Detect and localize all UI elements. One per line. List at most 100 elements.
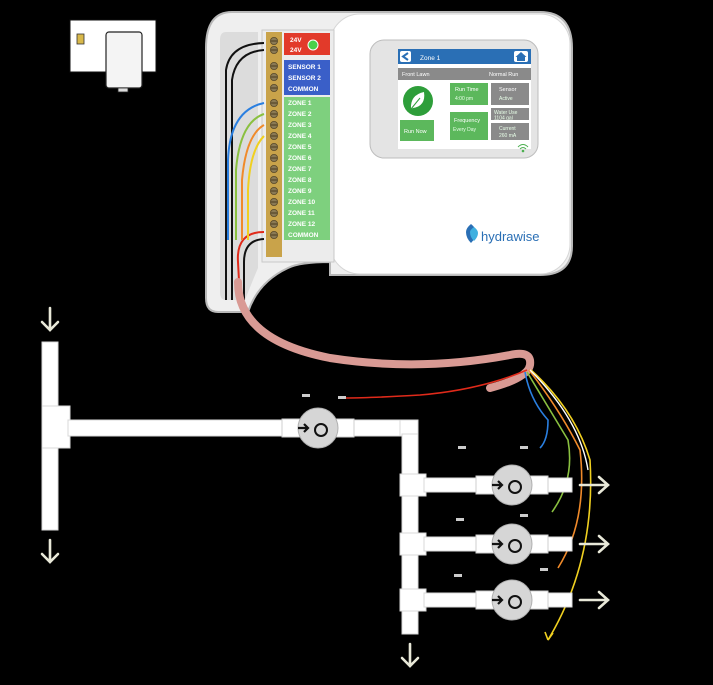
manifold-outflow-arrow-icon bbox=[400, 642, 420, 668]
zone3-outflow-arrow-icon bbox=[578, 590, 610, 610]
wire-end-arrow-icon bbox=[544, 631, 554, 641]
zone-terminal-group bbox=[284, 97, 330, 240]
solenoid-icon bbox=[508, 539, 522, 553]
sensor-label-2: SENSOR 2 bbox=[288, 75, 321, 82]
flow-direction-icon bbox=[492, 480, 504, 490]
zone2-outlet-pipe bbox=[545, 536, 573, 552]
power-adapter bbox=[69, 19, 157, 93]
zone2-wire-green bbox=[235, 113, 265, 240]
power-terminal-group bbox=[284, 33, 330, 55]
solenoid-icon bbox=[508, 480, 522, 494]
current-label: Current bbox=[499, 126, 516, 132]
tee-fitting bbox=[41, 405, 71, 449]
current-tile bbox=[491, 123, 529, 140]
run-time-tile[interactable] bbox=[450, 83, 488, 105]
sensor-label-1: SENSOR 1 bbox=[288, 64, 321, 71]
screen-title: Zone 1 bbox=[420, 55, 441, 62]
brand-name: hydrawise bbox=[481, 229, 540, 244]
common-wire-black bbox=[243, 238, 265, 300]
transformer-wire-black bbox=[225, 42, 265, 300]
zone-terminal-label: ZONE 9 bbox=[288, 188, 312, 195]
zone-valve-3 bbox=[475, 579, 549, 621]
zone-terminal-label: ZONE 7 bbox=[288, 166, 312, 173]
zone-terminal-label: ZONE 3 bbox=[288, 122, 312, 129]
zone4-wire-yellow bbox=[247, 135, 265, 240]
zone1-wire-blue bbox=[227, 102, 265, 240]
run-now-button[interactable] bbox=[400, 120, 434, 141]
wire-connectors bbox=[302, 394, 548, 577]
water-use-tile bbox=[491, 108, 529, 120]
flow-direction-icon bbox=[492, 595, 504, 605]
water-drop-icon-2 bbox=[470, 227, 478, 241]
master-valve bbox=[281, 407, 355, 449]
solenoid-icon bbox=[508, 595, 522, 609]
sensor-common-label: COMMON bbox=[288, 86, 319, 93]
zone1-outlet-pipe bbox=[545, 477, 573, 493]
chevron-left-icon bbox=[401, 52, 409, 61]
common-field-wire-white bbox=[529, 369, 589, 471]
bypass-outflow-arrow-icon bbox=[40, 538, 60, 564]
zone1-field-wire-blue bbox=[524, 371, 549, 449]
zone3-outlet-pipe bbox=[545, 592, 573, 608]
flow-arrows bbox=[40, 306, 610, 668]
transformer-icon bbox=[105, 31, 143, 89]
water-use-label: Water Use bbox=[494, 110, 518, 116]
controller: 24V 24V SENSOR 1 SENSOR 2 COMMON ZONE 1 Z… bbox=[205, 11, 573, 313]
zone3-inlet-pipe bbox=[423, 592, 485, 608]
wifi-icon bbox=[517, 144, 529, 153]
hydrawise-logo: hydrawise bbox=[466, 224, 540, 244]
home-icon bbox=[515, 52, 527, 61]
flow-direction-icon bbox=[492, 539, 504, 549]
common-wire-red bbox=[236, 231, 265, 301]
zone2-outflow-arrow-icon bbox=[578, 534, 610, 554]
sensor-tile-label: Sensor bbox=[499, 87, 517, 93]
zone1-outflow-arrow-icon bbox=[578, 475, 610, 495]
zone-terminal-label: ZONE 12 bbox=[288, 221, 315, 228]
leaf-vein-icon bbox=[410, 97, 421, 110]
run-now-label: Run Now bbox=[404, 129, 427, 135]
master-valve-wire-red bbox=[344, 369, 528, 399]
zone-terminal-label: ZONE 4 bbox=[288, 133, 312, 140]
frequency-value: Every Day bbox=[453, 127, 477, 133]
current-value: 260 mA bbox=[499, 133, 517, 139]
zone-valve-2 bbox=[475, 523, 549, 565]
zone3-wire-orange bbox=[241, 124, 265, 240]
frequency-label: Frequency bbox=[454, 118, 480, 124]
power-label-2: 24V bbox=[290, 47, 302, 54]
sensor-tile[interactable] bbox=[491, 83, 529, 105]
run-time-label: Run Time bbox=[455, 87, 479, 93]
zone-terminal-label: ZONE 1 bbox=[288, 100, 312, 107]
tee-fitting-2 bbox=[399, 532, 427, 556]
pipe-network bbox=[41, 341, 573, 635]
zone-terminal-label: ZONE 2 bbox=[288, 111, 312, 118]
zone-info-bar bbox=[398, 68, 531, 80]
run-time-value: 4:00 pm bbox=[455, 96, 473, 102]
valves bbox=[281, 407, 549, 621]
wire-conduit bbox=[234, 278, 535, 392]
zone-valve-1 bbox=[475, 464, 549, 506]
zone-status: Normal Run bbox=[489, 72, 518, 78]
power-led-icon bbox=[307, 39, 319, 51]
inflow-arrow-icon bbox=[40, 306, 60, 332]
solenoid-icon bbox=[314, 423, 328, 437]
frequency-tile[interactable] bbox=[450, 112, 488, 140]
tee-fitting-3 bbox=[399, 588, 427, 612]
terminal-screws bbox=[269, 37, 278, 239]
zone-terminal-label: ZONE 8 bbox=[288, 177, 312, 184]
power-label-1: 24V bbox=[290, 37, 302, 44]
water-use-value: 1104 gal bbox=[494, 116, 513, 122]
zone-terminal-label: ZONE 6 bbox=[288, 155, 312, 162]
sensor-tile-value: Active bbox=[499, 96, 513, 102]
zone-terminal-label: ZONE 10 bbox=[288, 199, 315, 206]
zone-name: Front Lawn bbox=[402, 72, 430, 78]
zone1-inlet-pipe bbox=[423, 477, 485, 493]
flow-direction-icon bbox=[298, 423, 310, 433]
outlet-switch-icon bbox=[76, 33, 85, 45]
zone2-inlet-pipe bbox=[423, 536, 485, 552]
transformer-wire-black-2 bbox=[231, 49, 265, 300]
transformer-cord-icon bbox=[117, 87, 129, 93]
tee-fitting-1 bbox=[399, 473, 427, 497]
main-line-pipe bbox=[67, 419, 285, 437]
